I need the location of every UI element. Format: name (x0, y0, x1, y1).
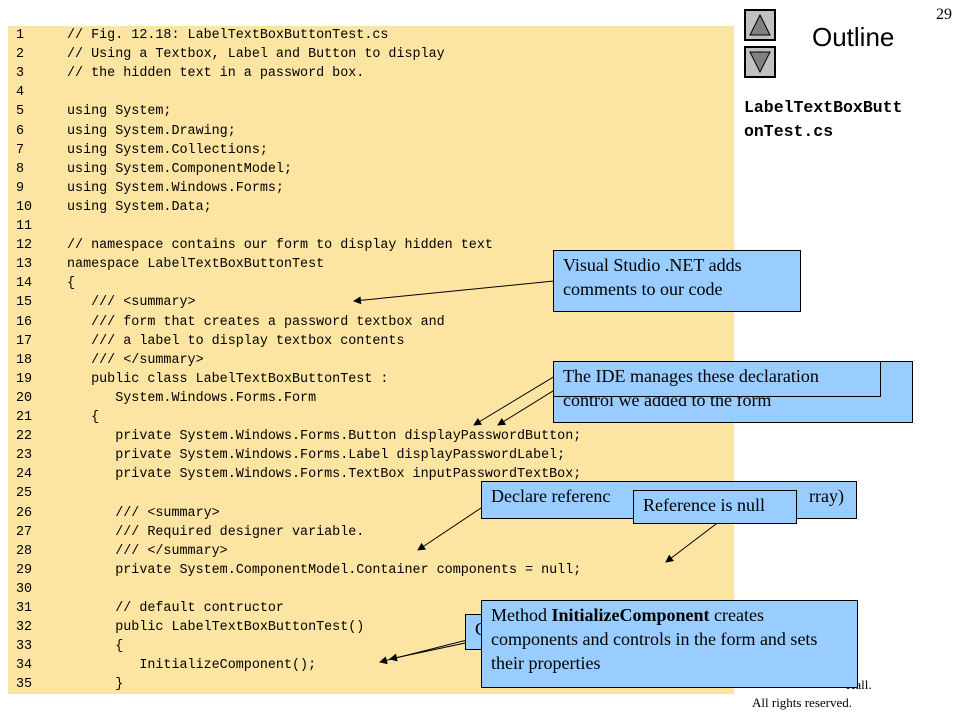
next-slide-button[interactable] (744, 46, 776, 78)
callout-vsnet-comments: Visual Studio .NET adds comments to our … (553, 250, 801, 312)
code-text: /// <summary> (67, 295, 196, 311)
line-number: 5 (16, 104, 25, 120)
file-name-line2: onTest.cs (744, 122, 834, 141)
code-text: private System.Windows.Forms.Button disp… (67, 429, 582, 445)
code-text: /// Required designer variable. (67, 524, 365, 540)
line-number: 35 (16, 677, 33, 693)
line-number: 14 (16, 276, 33, 292)
line-number: 20 (16, 390, 33, 406)
triangle-down-icon (749, 51, 771, 73)
line-number: 4 (16, 85, 25, 101)
file-name: LabelTextBoxButt onTest.cs (744, 96, 960, 144)
copyright-line2: All rights reserved. (752, 695, 853, 710)
line-number: 19 (16, 371, 33, 387)
line-number: 1 (16, 28, 25, 43)
code-text: using System.Collections; (67, 142, 268, 158)
line-number: 32 (16, 620, 33, 636)
arrow-ide-1 (473, 372, 561, 426)
code-text: using System.Drawing; (67, 123, 236, 139)
code-listing: 1 // Fig. 12.18: LabelTextBoxButtonTest.c… (8, 26, 734, 694)
triangle-up-icon (749, 14, 771, 36)
line-number: 28 (16, 543, 33, 559)
code-text: // default contructor (67, 601, 284, 616)
line-number: 18 (16, 352, 33, 368)
code-text: { (67, 276, 76, 292)
code-text: using System.Data; (67, 199, 212, 215)
code-text: // Fig. 12.18: LabelTextBoxButtonTest.cs (67, 28, 389, 43)
code-text: /// </summary> (67, 352, 204, 368)
line-number: 26 (16, 505, 33, 521)
line-number: 33 (16, 639, 33, 655)
line-number: 30 (16, 581, 33, 597)
line-number: 17 (16, 333, 33, 349)
arrow-vsnet (353, 280, 555, 305)
line-number: 9 (16, 180, 25, 196)
code-text: } (67, 677, 124, 693)
line-number: 31 (16, 601, 33, 616)
line-number: 29 (16, 562, 33, 578)
code-text: { (67, 410, 100, 425)
arrow-method-2 (389, 641, 471, 662)
line-number: 8 (16, 161, 25, 177)
line-number: 7 (16, 142, 25, 158)
line-number: 11 (16, 219, 33, 234)
line-number: 3 (16, 66, 25, 82)
outline-title: Outline (812, 22, 895, 52)
code-text: // the hidden text in a password box. (67, 66, 365, 82)
callout-method-bold: InitializeComponent (551, 605, 710, 625)
callout-method-prefix: Method (491, 605, 552, 625)
line-number: 6 (16, 123, 25, 139)
line-number: 25 (16, 486, 33, 502)
line-number: 21 (16, 410, 33, 425)
code-text: // Using a Textbox, Label and Button to … (67, 47, 445, 63)
line-number: 15 (16, 295, 33, 311)
previous-slide-button[interactable] (744, 9, 776, 41)
line-number: 34 (16, 658, 33, 674)
code-text: private System.ComponentModel.Container … (67, 562, 582, 578)
callout-declare-tail: rray) (809, 486, 844, 506)
line-number: 23 (16, 448, 33, 464)
arrow-declare (417, 501, 491, 551)
callout-ide-declarations-front: The IDE manages these declaration (553, 361, 881, 397)
file-name-line1: LabelTextBoxButt (744, 98, 903, 117)
code-text: public class LabelTextBoxButtonTest : (67, 371, 389, 387)
code-text: public LabelTextBoxButtonTest() (67, 620, 365, 636)
code-text: InitializeComponent(); (67, 658, 317, 674)
callout-declare-text: Declare referenc (491, 486, 611, 506)
slide-number: 29 (936, 6, 952, 23)
line-number: 22 (16, 429, 33, 445)
line-number: 10 (16, 199, 33, 215)
line-number: 27 (16, 524, 33, 540)
code-text: using System; (67, 104, 172, 120)
code-text: /// a label to display textbox contents (67, 333, 405, 349)
code-text: private System.Windows.Forms.TextBox inp… (67, 467, 582, 483)
code-text: // namespace contains our form to displa… (67, 238, 493, 254)
callout-method-rest: creates components and controls in the f… (491, 605, 818, 673)
code-text: /// <summary> (67, 505, 220, 521)
callout-initialize-component: Method InitializeComponent creates compo… (481, 600, 858, 688)
line-number: 12 (16, 238, 33, 254)
code-text: namespace LabelTextBoxButtonTest (67, 257, 325, 273)
code-text: /// </summary> (67, 543, 228, 559)
code-text: /// form that creates a password textbox… (67, 314, 445, 330)
code-text: System.Windows.Forms.Form (67, 390, 317, 406)
line-number: 13 (16, 257, 33, 273)
callout-null-reference: Reference is null (633, 490, 797, 524)
line-number: 24 (16, 467, 33, 483)
code-text: { (67, 639, 124, 655)
arrow-null (665, 520, 721, 563)
line-number: 2 (16, 47, 25, 63)
code-text: private System.Windows.Forms.Label displ… (67, 448, 566, 464)
line-number: 16 (16, 314, 33, 330)
code-text: using System.Windows.Forms; (67, 180, 284, 196)
code-text: using System.ComponentModel; (67, 161, 292, 177)
